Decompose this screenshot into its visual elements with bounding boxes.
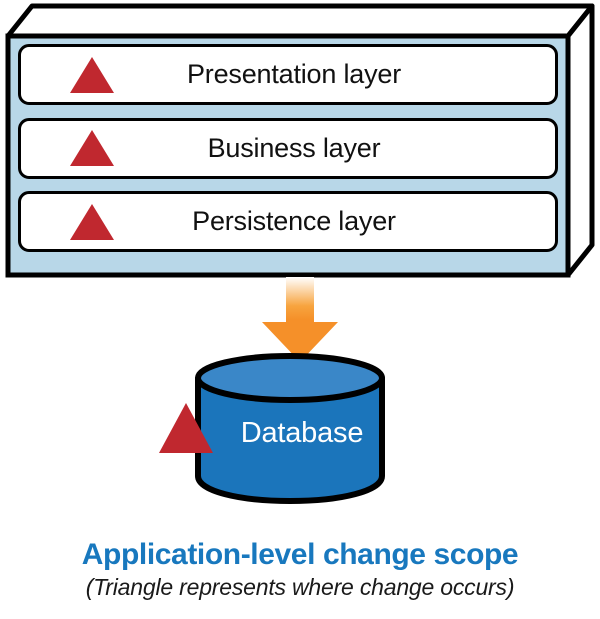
cylinder-top — [195, 353, 385, 403]
layer-row-persistence[interactable]: Persistence layer — [18, 191, 558, 252]
caption-subtitle: (Triangle represents where change occurs… — [85, 573, 515, 600]
cylinder-body — [195, 375, 385, 504]
layer-row-presentation[interactable]: Presentation layer — [18, 44, 558, 105]
change-triangle-icon — [159, 403, 213, 453]
change-triangle-icon — [70, 130, 114, 166]
layer-stack: Presentation layer Business layer Persis… — [18, 44, 558, 252]
layer-label-persistence: Persistence layer — [192, 206, 396, 236]
box-top-face — [5, 3, 595, 39]
box-right-face — [565, 3, 595, 278]
layer-label-presentation: Presentation layer — [186, 59, 402, 89]
database-cylinder[interactable]: Database — [190, 352, 390, 504]
layer-label-business: Business layer — [207, 132, 381, 163]
flow-arrow — [258, 277, 342, 363]
caption-title: Application-level change scope — [81, 538, 519, 571]
change-triangle-icon — [70, 56, 114, 93]
application-box: Presentation layer Business layer Persis… — [0, 0, 600, 285]
database-icon — [195, 353, 385, 504]
down-arrow-icon — [262, 277, 338, 362]
caption: Application-level change scope (Triangle… — [0, 538, 600, 600]
change-triangle-icon — [70, 203, 114, 240]
layer-row-business[interactable]: Business layer — [18, 117, 558, 179]
